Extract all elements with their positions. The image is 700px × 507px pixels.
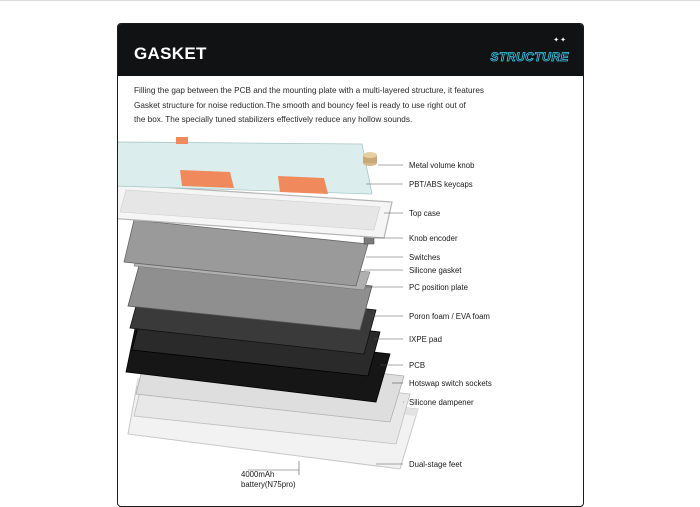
intro-line: Gasket structure for noise reduction.The… — [134, 100, 466, 110]
structure-badge: STRUCTURE — [490, 50, 569, 65]
keycaps-illustration — [118, 141, 373, 195]
metal-knob-illustration — [363, 152, 377, 166]
sparkle-icon: ✦✦ — [553, 37, 567, 44]
label-keycaps: PBT/ABS keycaps — [409, 180, 473, 189]
switches-illustration — [123, 219, 369, 287]
label-metal-volume-knob: Metal volume knob — [409, 161, 475, 170]
intro-line: Filling the gap between the PCB and the … — [134, 86, 484, 95]
label-pcb: PCB — [409, 361, 426, 370]
label-ixpe-pad: IXPE pad — [409, 335, 442, 344]
label-knob-encoder: Knob encoder — [409, 234, 458, 243]
top-divider — [0, 0, 700, 1]
gasket-structure-card: GASKET ✦✦ STRUCTURE Filling the gap betw… — [117, 23, 584, 507]
leader-lines — [248, 164, 404, 475]
label-switches: Switches — [409, 253, 441, 262]
intro-line: the box. The specially tuned stabilizers… — [134, 115, 413, 124]
page-title: GASKET — [134, 44, 207, 63]
label-pc-plate: PC position plate — [409, 283, 468, 292]
card-header: GASKET ✦✦ STRUCTURE — [118, 24, 583, 76]
label-poron-foam: Poron foam / EVA foam — [409, 312, 490, 321]
battery-label: 4000mAh battery(N75pro) — [241, 470, 311, 490]
exploded-keyboard-diagram — [118, 137, 419, 475]
battery-model: battery(N75pro) — [241, 480, 296, 489]
label-silicone-gasket: Silicone gasket — [409, 266, 462, 275]
intro-text: Filling the gap between the PCB and the … — [134, 84, 570, 128]
label-dual-stage-feet: Dual-stage feet — [409, 460, 462, 469]
battery-capacity: 4000mAh — [241, 470, 275, 479]
label-silicone-dampener: Silicone dampener — [409, 398, 474, 407]
label-hotswap-sockets: Hotswap switch sockets — [409, 379, 492, 388]
label-top-case: Top case — [409, 209, 441, 218]
